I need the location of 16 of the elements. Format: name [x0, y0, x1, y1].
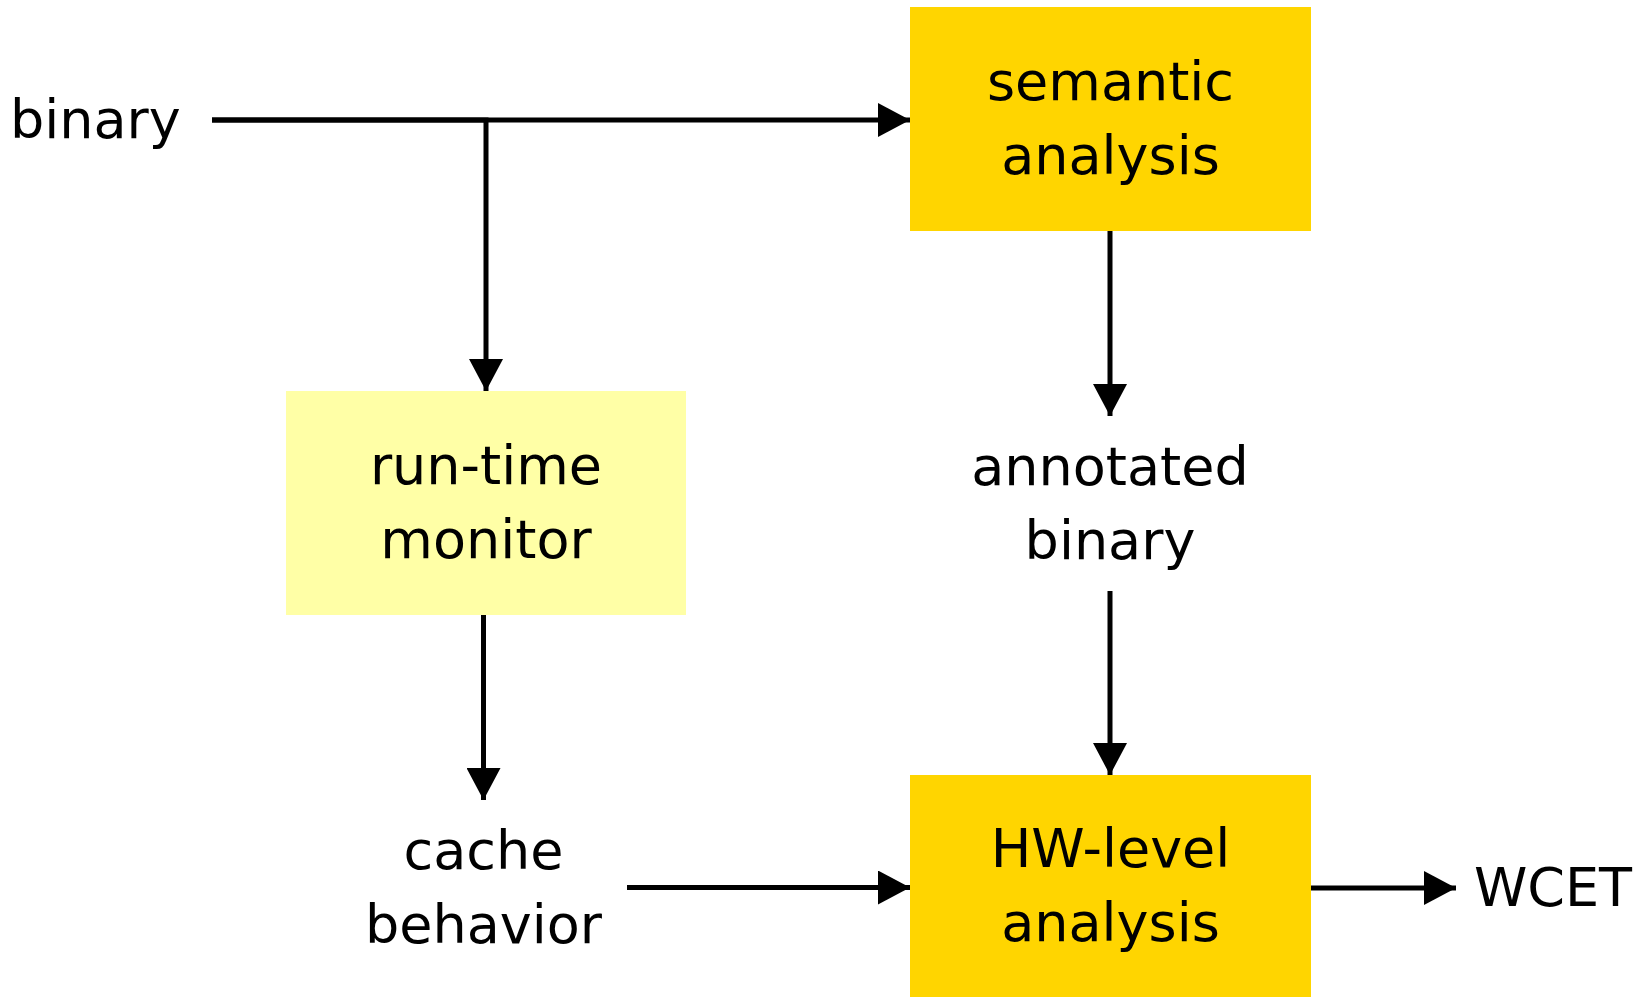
arrow — [212, 117, 503, 391]
arrow — [1093, 591, 1127, 775]
box-label: HW-level analysis — [989, 816, 1232, 956]
process-box — [910, 775, 1311, 997]
input-label: binary — [10, 87, 181, 153]
arrow — [1093, 231, 1127, 416]
box-label: semantic analysis — [985, 49, 1236, 189]
arrow — [1311, 871, 1456, 905]
box-label: run-time monitor — [368, 433, 604, 573]
data-label: cache behavior — [364, 817, 603, 958]
process-box — [286, 391, 686, 615]
data-label: annotated binary — [970, 433, 1250, 574]
process-box — [910, 7, 1311, 231]
output-label: WCET — [1473, 855, 1633, 921]
arrow — [627, 870, 910, 905]
arrow — [466, 615, 501, 800]
